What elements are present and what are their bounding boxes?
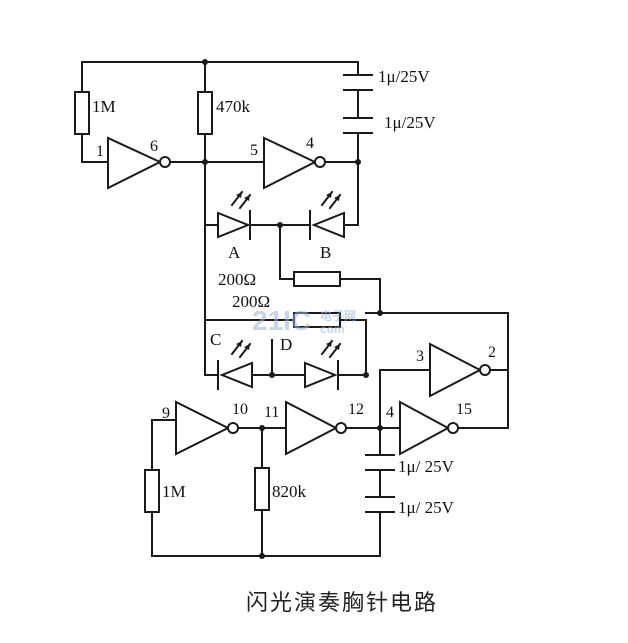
label-c1: 1μ/25V [378,67,430,86]
label-led-d: D [280,335,292,354]
label-led-b: B [320,243,331,262]
inverter-1-6 [107,136,171,190]
wires [81,61,509,557]
capacitor-c4 [365,496,395,513]
label-r1: 1M [92,97,116,116]
resistor-200-b [293,312,341,328]
label-r6: 820k [272,482,307,501]
label-r3: 200Ω [218,270,256,289]
resistor-470k [197,91,213,135]
pin-2: 2 [488,344,496,361]
led-c [217,339,253,390]
resistor-1m-bottom [144,469,160,513]
pin-6: 6 [150,138,158,155]
resistor-820k [254,467,270,511]
led-b [309,190,345,240]
label-c2: 1μ/25V [384,113,436,132]
pin-15: 15 [456,401,472,418]
label-c4: 1μ/ 25V [398,498,455,517]
pin-5: 5 [250,142,258,159]
led-a [217,190,252,240]
label-r4: 200Ω [232,292,270,311]
pin-1: 1 [96,143,104,160]
inverter-3-2 [429,342,491,398]
led-d [304,339,342,390]
diagram-caption: 闪光演奏胸针电路 [246,591,438,616]
capacitor-c1 [343,74,373,91]
label-led-c: C [210,330,221,349]
junction-dots [202,59,383,559]
capacitor-c2 [343,117,373,134]
watermark-logo: 21IC 电子网 com [252,305,356,336]
pin-12: 12 [348,401,364,418]
svg-text:21IC: 21IC [252,305,311,336]
pin-4: 4 [306,135,314,152]
pin-4b: 4 [386,404,394,421]
resistor-200-a [293,271,341,287]
pin-11: 11 [264,404,279,421]
inverter-5-4 [263,136,326,190]
svg-text:电子网: 电子网 [320,308,356,323]
inverter-4-15 [399,400,459,456]
label-led-a: A [228,243,241,262]
svg-text:com: com [320,322,345,336]
pin-10: 10 [232,401,248,418]
inverter-11-12 [285,400,347,456]
label-r2: 470k [216,97,251,116]
pin-9: 9 [162,405,170,422]
pin-3: 3 [416,348,424,365]
resistor-1m-top [74,91,90,135]
label-c3: 1μ/ 25V [398,457,455,476]
label-r5: 1M [162,482,186,501]
inverter-9-10 [175,400,239,456]
capacitor-c3 [365,454,395,471]
